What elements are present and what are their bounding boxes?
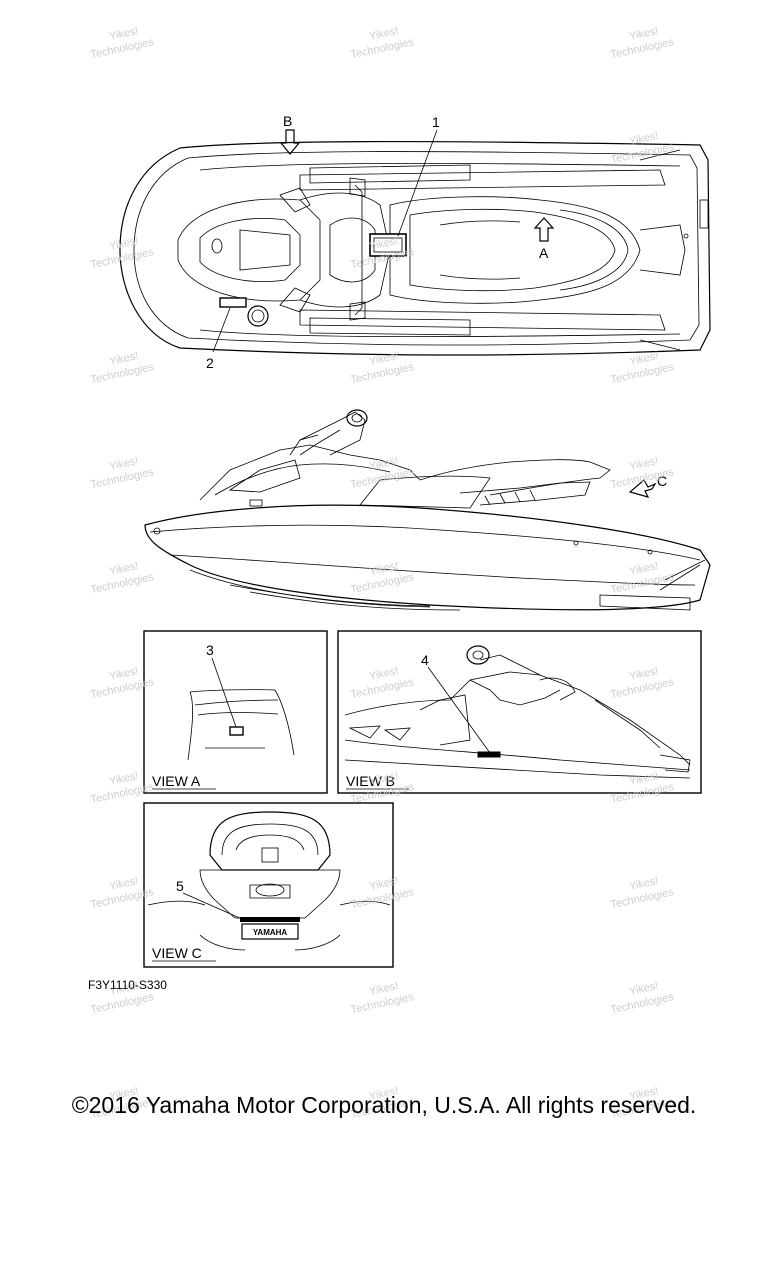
arrow-label-c: C <box>657 473 667 489</box>
view-a-arrow: A <box>533 217 555 261</box>
view-a-panel: 3 VIEW A <box>143 630 328 794</box>
yamaha-badge <box>241 923 299 940</box>
decal-3-marker <box>229 726 244 736</box>
decal-4-marker <box>477 751 501 758</box>
decal-2-marker <box>219 297 247 308</box>
view-c-title: VIEW C <box>152 945 202 961</box>
callout-3: 3 <box>206 642 214 658</box>
callout-2: 2 <box>206 355 214 371</box>
side-view-watercraft <box>144 409 711 611</box>
arrow-label-a: A <box>539 245 549 261</box>
view-b-title: VIEW B <box>346 773 395 789</box>
view-b-panel: 4 VIEW B <box>337 630 702 794</box>
view-a-title: VIEW A <box>152 773 201 789</box>
decal-1-marker <box>369 233 407 257</box>
view-b-arrow: B <box>279 113 301 155</box>
callout-5: 5 <box>176 878 184 894</box>
figure-code: F3Y1110-S330 <box>88 978 167 992</box>
top-view-watercraft <box>119 140 711 356</box>
arrow-label-b: B <box>283 113 292 129</box>
view-c-panel: YAMAHA 5 VIEW C <box>143 802 394 968</box>
view-c-arrow: C <box>628 473 667 498</box>
yamaha-badge-text: YAMAHA <box>253 928 288 937</box>
callout-4: 4 <box>421 652 429 668</box>
callout-1: 1 <box>432 114 440 130</box>
copyright-notice: ©2016 Yamaha Motor Corporation, U.S.A. A… <box>71 1092 697 1118</box>
decal-5-marker <box>240 917 300 922</box>
